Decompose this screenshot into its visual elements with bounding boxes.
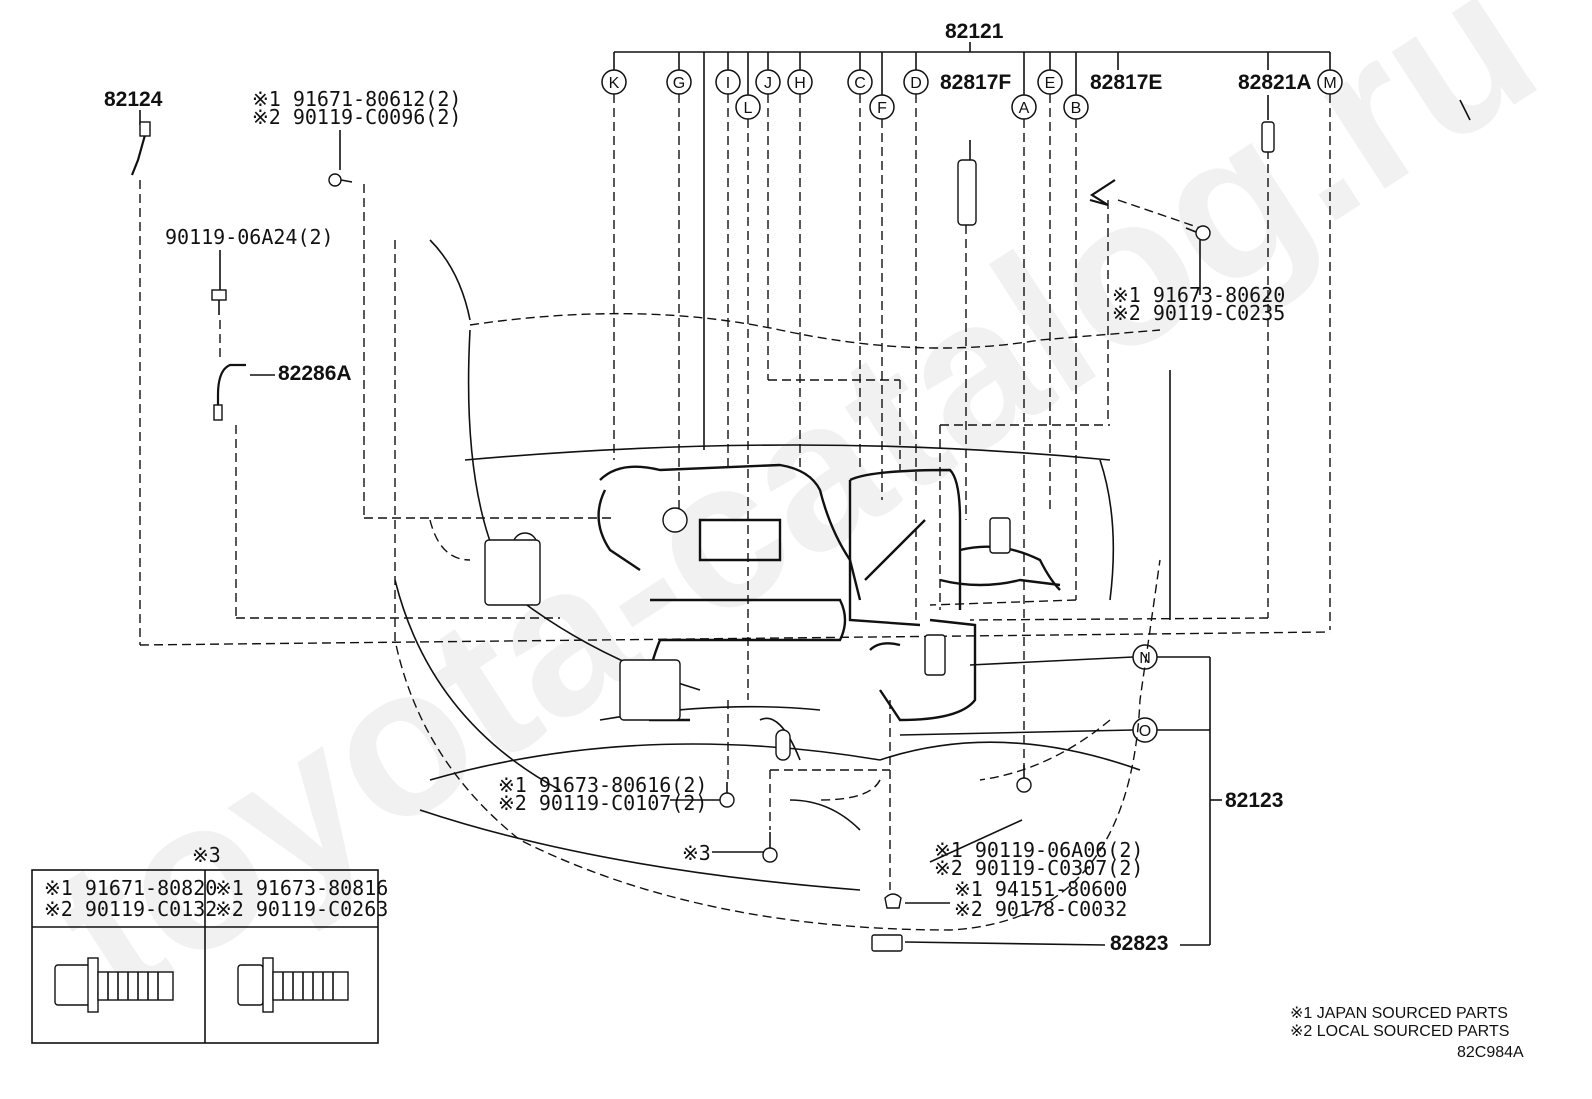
label-82821A: 82821A [1238,71,1312,94]
part-82821A [1261,121,1275,153]
bolt-icon-90119-06A24 [211,289,227,315]
svg-text:D: D [910,75,922,92]
ref-F: F [869,94,895,120]
ref-J: J [755,69,781,95]
clip-1: ※1 94151-80600 [954,877,1127,901]
main-part-tree: 82121 [613,20,1331,450]
bolt-star3: ※3 [682,841,711,865]
part-82817F [957,159,977,226]
ref-N: N [1132,644,1158,670]
ref-A: A [1011,94,1037,120]
bolt-top-left-2: ※2 90119-C0096(2) [252,105,461,129]
bolt-icon-right-mid [1016,765,1032,793]
bolt-top-left-1: ※1 91671-80612(2) [252,87,461,111]
svg-text:O: O [1139,723,1151,740]
ref-K: K [601,69,627,95]
label-82817F: 82817F [940,71,1011,94]
engine-harness [484,463,1061,761]
label-82823: 82823 [1110,932,1168,955]
svg-text:F: F [877,100,887,117]
bolt-top-right-2: ※2 90119-C0235 [1112,301,1285,325]
svg-text:C: C [854,75,866,92]
bolt-table: ※3 ※1 91671-80820 ※2 90119-C0132 ※1 9167… [31,843,388,1044]
part-82817E [1089,179,1116,207]
flange-bolt-icon-2 [237,957,349,1013]
svg-text:A: A [1019,100,1030,117]
bolt-right-mid-2: ※2 90119-C0307(2) [934,856,1143,880]
bolt-right-mid-1: ※1 90119-06A06(2) [934,838,1143,862]
svg-text:H: H [794,75,806,92]
label-90119-06A24: 90119-06A24(2) [165,225,334,249]
main-part-label: 82121 [945,20,1004,43]
bolt-mid-2: ※2 90119-C0107(2) [498,791,707,815]
table-col1-line1: ※1 91671-80820 [44,876,217,900]
bolt-icon-star3 [762,832,778,863]
svg-text:L: L [744,100,753,117]
ref-H: H [787,69,813,95]
bolt-icon-mid [719,782,735,808]
diagram-code: 82C984A [1457,1044,1524,1061]
svg-text:M: M [1323,75,1336,92]
table-col1-line2: ※2 90119-C0132 [44,897,217,921]
label-82124: 82124 [104,88,163,111]
clip-2: ※2 90178-C0032 [954,897,1127,921]
bolt-icon-top-left [328,173,353,187]
flange-bolt-icon-1 [54,957,174,1013]
clip-icon [884,893,902,909]
part-82124 [130,121,151,176]
bolt-top-right-1: ※1 91673-80620 [1112,283,1285,307]
table-col2-line2: ※2 90119-C0263 [215,897,388,921]
svg-text:J: J [764,75,772,92]
ref-D: D [903,69,929,95]
svg-text:I: I [726,75,730,92]
svg-text:N: N [1139,650,1151,667]
svg-text:E: E [1045,75,1056,92]
ref-G: G [666,69,692,95]
table-col2-line1: ※1 91673-80816 [215,876,388,900]
table-title: ※3 [192,843,221,867]
solid-leaders [139,95,1269,946]
ref-B: B [1063,94,1089,120]
ref-C: C [847,69,873,95]
label-82123: 82123 [1225,789,1283,812]
svg-text:B: B [1071,100,1082,117]
legend-local: ※2 LOCAL SOURCED PARTS [1290,1023,1509,1040]
legend: ※1 JAPAN SOURCED PARTS ※2 LOCAL SOURCED … [1290,1005,1524,1061]
svg-text:K: K [609,75,620,92]
leader-lines [139,94,1331,890]
ref-M: M [1317,69,1343,95]
legend-japan: ※1 JAPAN SOURCED PARTS [1290,1005,1508,1022]
label-82286A: 82286A [278,362,352,385]
svg-text:G: G [673,75,685,92]
ref-L: L [735,94,761,120]
vehicle-body [394,240,1161,931]
ref-I: I [715,69,741,95]
ref-E: E [1037,69,1063,95]
part-82823 [871,934,903,952]
bolt-mid-1: ※1 91673-80616(2) [498,773,707,797]
bolt-icon-top-right [1185,225,1211,241]
part-82286A [213,363,246,421]
label-82817E: 82817E [1090,71,1162,94]
